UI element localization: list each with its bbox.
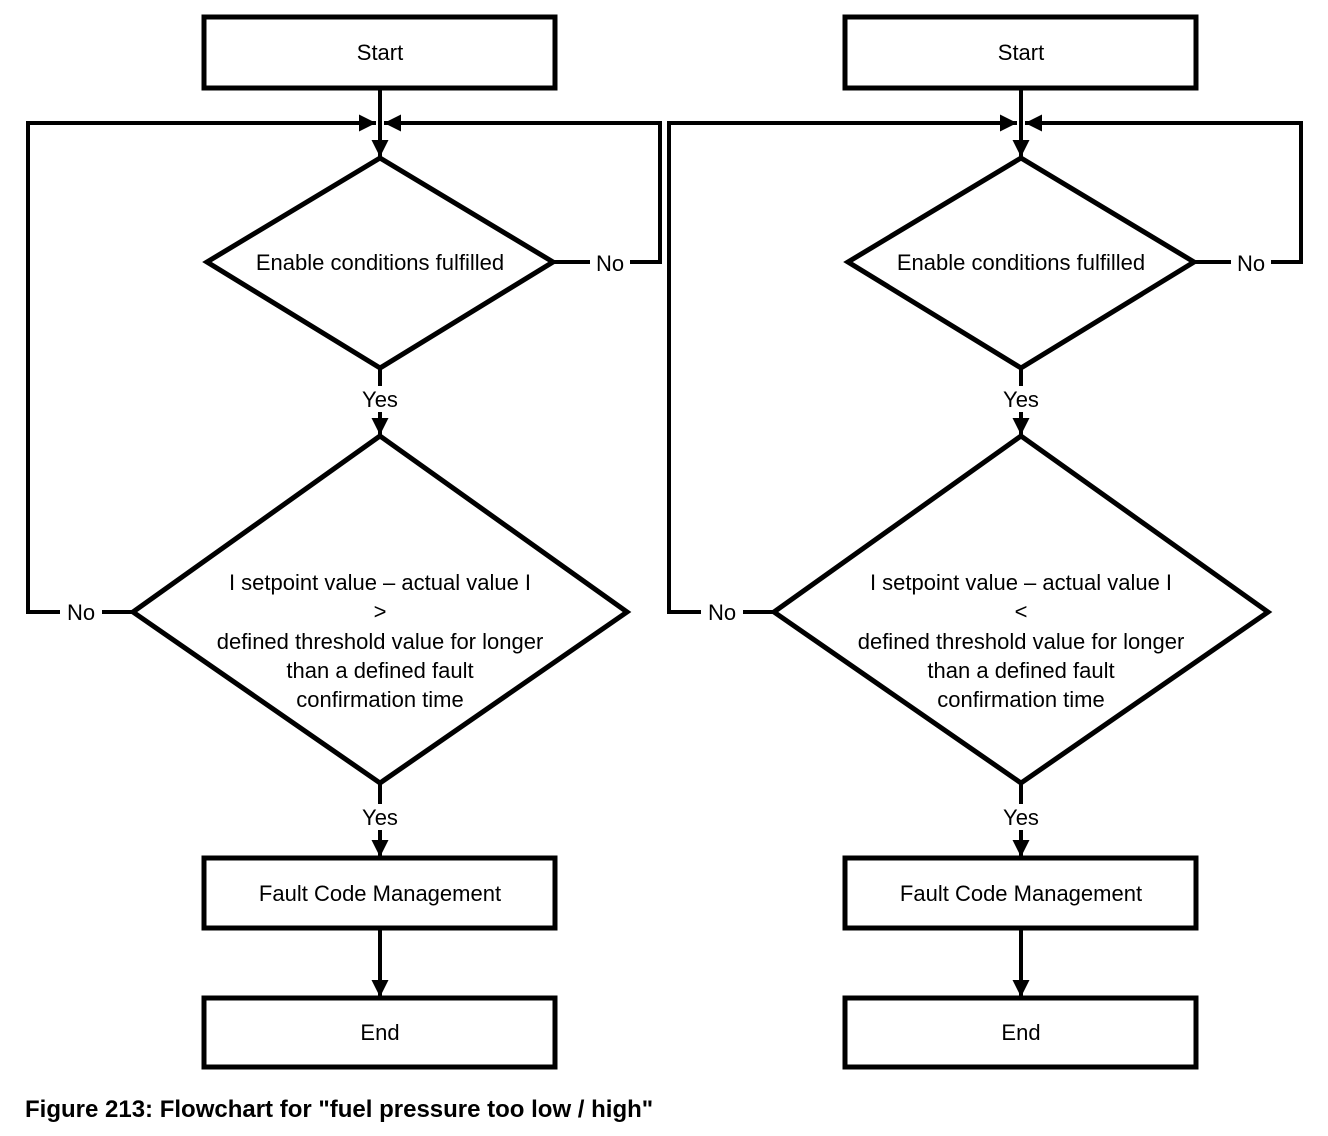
decision1-no-label-bg	[1231, 249, 1271, 275]
decision2-diamond	[769, 432, 1273, 787]
flowchart-right: Start Enable conditions fulfilled No Yes…	[667, 14, 1303, 1070]
decision1-no-label: No	[596, 251, 624, 276]
decision2-no-label: No	[708, 600, 736, 625]
decision1-yes-label: Yes	[362, 387, 398, 412]
decision1-no-label: No	[1237, 251, 1265, 276]
decision2-diamond	[128, 432, 632, 787]
decision1-yes-label-bg	[357, 386, 403, 412]
decision1-diamond	[202, 155, 558, 371]
start-label: Start	[998, 40, 1044, 65]
process-box	[201, 855, 558, 931]
decision2-line1: I setpoint value – actual value I	[229, 570, 531, 595]
decision2-line1: I setpoint value – actual value I	[870, 570, 1172, 595]
decision2-no-label-bg	[701, 599, 743, 625]
decision2-yes-label-bg	[357, 804, 403, 830]
start-box	[201, 14, 558, 91]
figure-caption: Figure 213: Flowchart for "fuel pressure…	[25, 1096, 653, 1123]
decision1-yes-label: Yes	[1003, 387, 1039, 412]
decision2-line4: than a defined fault	[927, 658, 1114, 683]
process-label: Fault Code Management	[259, 881, 501, 906]
decision2-yes-label-bg	[998, 804, 1044, 830]
decision1-label: Enable conditions fulfilled	[897, 250, 1145, 275]
decision2-no-label: No	[67, 600, 95, 625]
decision2-yes-label: Yes	[1003, 805, 1039, 830]
flowchart-left: Start Enable conditions fulfilled No Yes…	[26, 14, 662, 1070]
decision2-yes-label: Yes	[362, 805, 398, 830]
end-box	[842, 995, 1199, 1070]
decision2-line5: confirmation time	[937, 687, 1105, 712]
process-box	[842, 855, 1199, 931]
decision1-no-label-bg	[590, 249, 630, 275]
decision2-no-label-bg	[60, 599, 102, 625]
decision2-line4: than a defined fault	[286, 658, 473, 683]
decision2-line3: defined threshold value for longer	[858, 629, 1185, 654]
end-label: End	[1001, 1020, 1040, 1045]
decision2-comparator: <	[1015, 599, 1028, 624]
process-label: Fault Code Management	[900, 881, 1142, 906]
decision1-label: Enable conditions fulfilled	[256, 250, 504, 275]
end-label: End	[360, 1020, 399, 1045]
decision1-yes-label-bg	[998, 386, 1044, 412]
start-box	[842, 14, 1199, 91]
end-box	[201, 995, 558, 1070]
start-label: Start	[357, 40, 403, 65]
decision2-line5: confirmation time	[296, 687, 464, 712]
decision2-line3: defined threshold value for longer	[217, 629, 544, 654]
decision1-diamond	[843, 155, 1199, 371]
decision2-comparator: >	[374, 599, 387, 624]
